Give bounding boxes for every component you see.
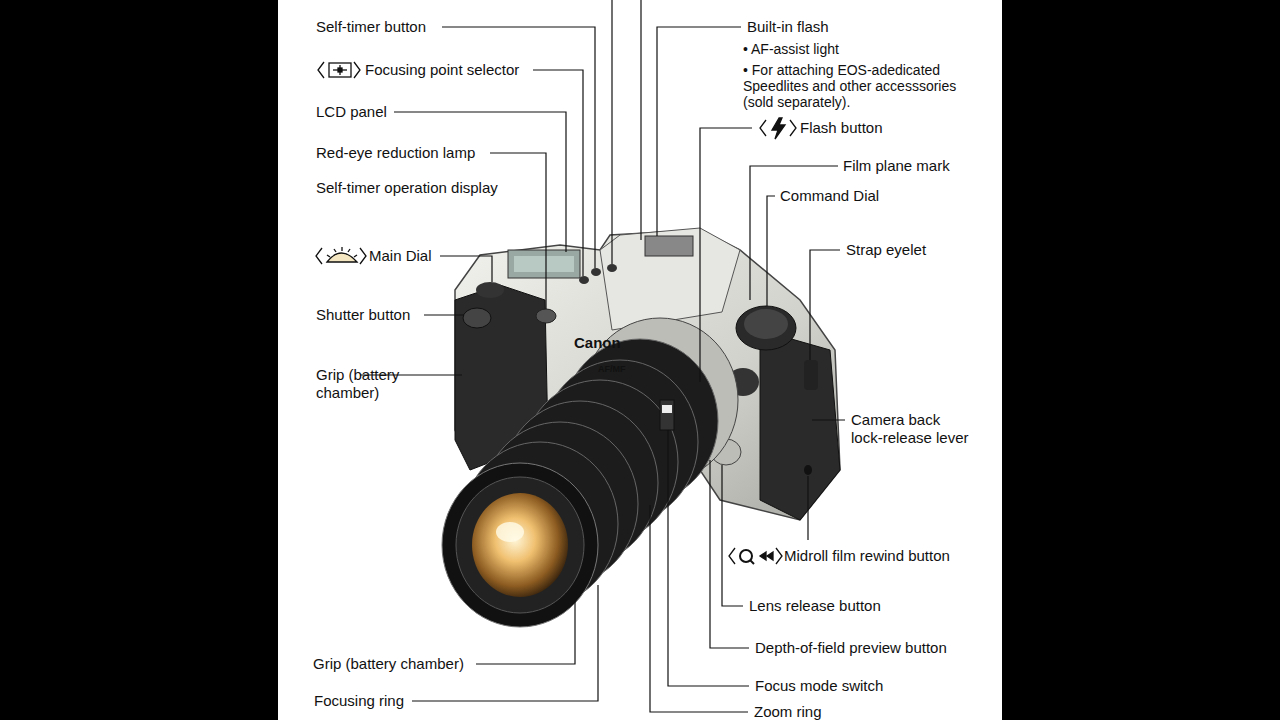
button-symbols-part	[327, 253, 357, 262]
button-symbols-part	[338, 68, 342, 72]
leader-lines-part	[710, 460, 749, 648]
part-label: Main Dial	[369, 247, 432, 265]
camera-body-part	[600, 228, 740, 330]
part-label: Film plane mark	[843, 157, 950, 175]
camera-body-part	[744, 309, 788, 339]
part-label: Grip (battery chamber)	[313, 655, 464, 673]
camera-body-part	[536, 309, 556, 323]
part-label: Red-eye reduction lamp	[316, 144, 475, 162]
button-symbols-part	[327, 255, 330, 257]
button-symbols-part	[760, 120, 766, 136]
camera-body-part	[463, 308, 491, 328]
part-label: Flash button	[800, 119, 883, 137]
lens-part	[496, 522, 524, 542]
button-symbols-part	[341, 247, 342, 251]
camera-body-part	[760, 330, 840, 520]
camera-body-part	[736, 306, 796, 350]
button-symbols-part	[360, 248, 366, 264]
leader-lines-part	[700, 128, 752, 382]
camera-body-part	[607, 264, 617, 272]
leader-lines-part	[640, 0, 641, 240]
part-label: Camera back lock-release lever	[851, 411, 969, 447]
leader-lines-part	[810, 250, 840, 360]
leader-lines-part	[611, 0, 612, 264]
note-text: • For attaching EOS-adedicated Speedlite…	[743, 62, 988, 110]
part-label: Self-timer operation display	[316, 179, 498, 197]
leader-lines-part	[722, 465, 743, 606]
part-label: Command Dial	[780, 187, 879, 205]
part-label: Strap eyelet	[846, 241, 926, 259]
camera-body-part	[645, 236, 693, 256]
part-label: Depth-of-field preview button	[755, 639, 947, 657]
part-label: Focusing point selector	[365, 61, 519, 79]
camera-body-part	[579, 276, 589, 284]
lens-part	[456, 477, 584, 613]
body-marking: AF/MF	[598, 364, 626, 375]
part-label: Midroll film rewind button	[784, 547, 950, 565]
button-symbols-part	[318, 62, 324, 78]
lens	[442, 318, 738, 627]
button-symbols-part	[334, 249, 336, 252]
leader-lines-part	[650, 505, 748, 712]
camera-body-part	[514, 256, 574, 272]
leader-lines-part	[533, 70, 583, 276]
button-symbols-part	[329, 63, 351, 77]
button-symbols-part	[729, 548, 735, 564]
camera-body-part	[508, 250, 580, 278]
leader-lines-part	[668, 430, 749, 686]
button-symbols-part	[316, 248, 322, 264]
camera-body-part	[476, 282, 504, 298]
button-symbols-part	[348, 249, 350, 252]
part-label: Shutter button	[316, 306, 410, 324]
leader-lines-part	[490, 153, 546, 309]
leader-lines-part	[412, 585, 598, 701]
part-label: Grip (battery chamber)	[316, 366, 451, 402]
camera-body-part	[591, 268, 601, 276]
part-label: Built-in flash	[747, 18, 829, 36]
leader-lines-part	[767, 196, 775, 306]
leader-lines-part	[812, 419, 845, 420]
button-symbols-part	[354, 62, 360, 78]
button-symbols-part	[750, 560, 754, 564]
button-symbols-part	[760, 552, 766, 560]
leader-lines-part	[424, 314, 464, 315]
camera-body-part	[804, 465, 812, 475]
leader-lines-part	[476, 600, 575, 664]
button-symbols	[316, 62, 796, 564]
part-label: Focusing ring	[314, 692, 404, 710]
button-symbols-part	[772, 118, 785, 139]
leader-lines-part	[440, 256, 492, 282]
lens-part	[472, 493, 568, 597]
button-symbols-part	[767, 552, 773, 560]
leader-lines-part	[807, 476, 808, 540]
part-label: Zoom ring	[754, 703, 822, 720]
part-label: Lens release button	[749, 597, 881, 615]
lens-part	[660, 400, 674, 430]
button-symbols-part	[776, 548, 782, 564]
lens-part	[662, 405, 672, 413]
leader-lines-part	[657, 27, 741, 236]
button-symbols-part	[790, 120, 796, 136]
brand-logo: Canon	[574, 334, 621, 352]
button-symbols-part	[354, 255, 357, 257]
leader-lines-part	[750, 166, 838, 300]
part-label: Focus mode switch	[755, 677, 883, 695]
camera-body-part	[804, 360, 818, 390]
part-label: Self-timer button	[316, 18, 426, 36]
note-text: • AF-assist light	[743, 40, 839, 58]
part-label: LCD panel	[316, 103, 387, 121]
